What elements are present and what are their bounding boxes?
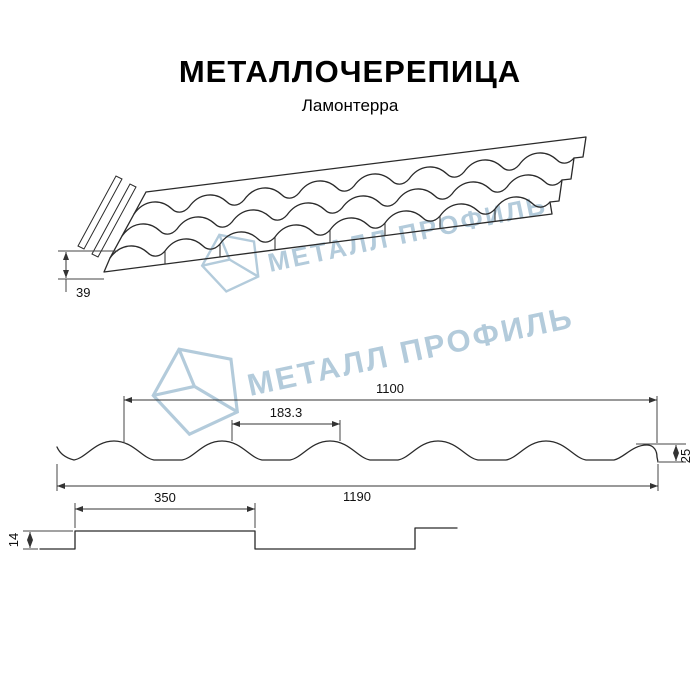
sheet-edges: [103, 136, 587, 273]
step-profile-view: 350 14: [6, 490, 458, 550]
dim-183-label: 183.3: [270, 405, 303, 420]
dim-25-label: 25: [678, 449, 693, 463]
dim-39-extension-lines: [58, 250, 118, 292]
watermark-upper: МЕТАЛЛ ПРОФИЛЬ: [200, 189, 550, 293]
metall-profil-logo-icon: [151, 347, 240, 437]
watermark-text: МЕТАЛЛ ПРОФИЛЬ: [244, 299, 577, 402]
step-extension-lines: [23, 503, 256, 550]
profile-section-view: 1100 183.3 25 1190: [56, 381, 693, 504]
perspective-view: 39: [58, 136, 587, 300]
dim-14-label: 14: [6, 533, 21, 547]
watermark-lower: МЕТАЛЛ ПРОФИЛЬ: [151, 299, 577, 437]
dim-1190-label: 1190: [343, 489, 371, 504]
title-block: МЕТАЛЛОЧЕРЕПИЦА Ламонтерра: [0, 54, 700, 116]
step-curve: [39, 527, 458, 550]
dim-1100-label: 1100: [376, 381, 404, 396]
profile-extension-lines: [56, 396, 686, 491]
dim-39-label: 39: [76, 285, 90, 300]
batten-bars: [77, 175, 137, 258]
dim-350-label: 350: [154, 490, 176, 505]
page-subtitle: Ламонтерра: [301, 95, 399, 115]
profile-curve: [56, 440, 659, 463]
metall-profil-logo-icon: [200, 233, 260, 293]
eave-step-lines: [164, 209, 496, 264]
page-title: МЕТАЛЛОЧЕРЕПИЦА: [178, 54, 522, 89]
